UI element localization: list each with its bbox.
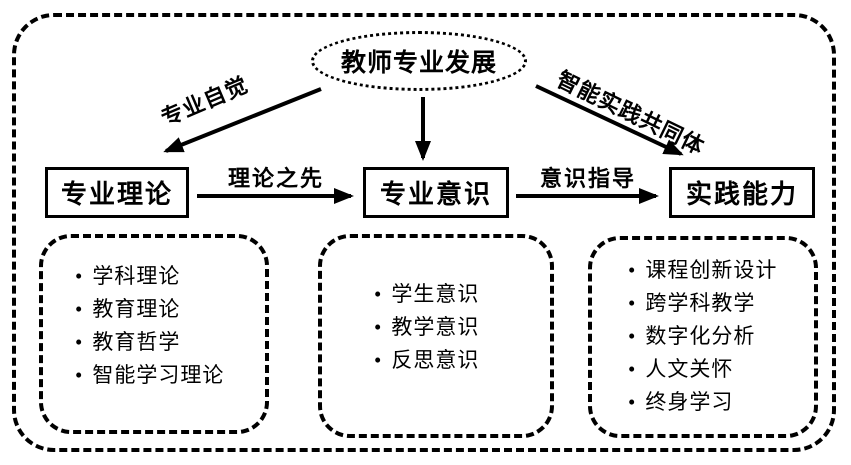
list-item: 终身学习 bbox=[628, 386, 806, 419]
list-item: 教育哲学 bbox=[75, 326, 255, 359]
list-awareness-items: 学生意识 教学意识 反思意识 bbox=[318, 234, 554, 438]
practice-item-list: 课程创新设计 跨学科教学 数字化分析 人文关怀 终身学习 bbox=[628, 254, 806, 419]
list-item: 学生意识 bbox=[374, 278, 540, 311]
root-node-ellipse: 教师专业发展 bbox=[311, 31, 527, 91]
list-item: 教育理论 bbox=[75, 293, 255, 326]
list-item: 教学意识 bbox=[374, 311, 540, 344]
awareness-item-list: 学生意识 教学意识 反思意识 bbox=[374, 278, 540, 377]
list-item: 学科理论 bbox=[75, 260, 255, 293]
outer-dashed-frame bbox=[12, 13, 836, 452]
list-item: 智能学习理论 bbox=[75, 359, 255, 392]
edge-label-awareness-guides: 意识指导 bbox=[539, 166, 636, 191]
node-professional-awareness-label: 专业意识 bbox=[379, 179, 492, 209]
list-theory-items: 学科理论 教育理论 教育哲学 智能学习理论 bbox=[39, 234, 269, 434]
list-item: 跨学科教学 bbox=[628, 287, 806, 320]
list-practice-items: 课程创新设计 跨学科教学 数字化分析 人文关怀 终身学习 bbox=[588, 236, 818, 438]
root-node-label: 教师专业发展 bbox=[340, 49, 497, 77]
node-practice-ability: 实践能力 bbox=[669, 167, 815, 218]
node-professional-theory: 专业理论 bbox=[45, 167, 189, 218]
list-item: 课程创新设计 bbox=[628, 254, 806, 287]
node-practice-ability-label: 实践能力 bbox=[685, 179, 798, 209]
list-item: 反思意识 bbox=[374, 344, 540, 377]
edge-label-theory-first: 理论之先 bbox=[227, 166, 324, 191]
node-professional-theory-label: 专业理论 bbox=[60, 179, 173, 209]
node-professional-awareness: 专业意识 bbox=[363, 167, 509, 218]
theory-item-list: 学科理论 教育理论 教育哲学 智能学习理论 bbox=[75, 260, 255, 392]
list-item: 人文关怀 bbox=[628, 353, 806, 386]
list-item: 数字化分析 bbox=[628, 320, 806, 353]
